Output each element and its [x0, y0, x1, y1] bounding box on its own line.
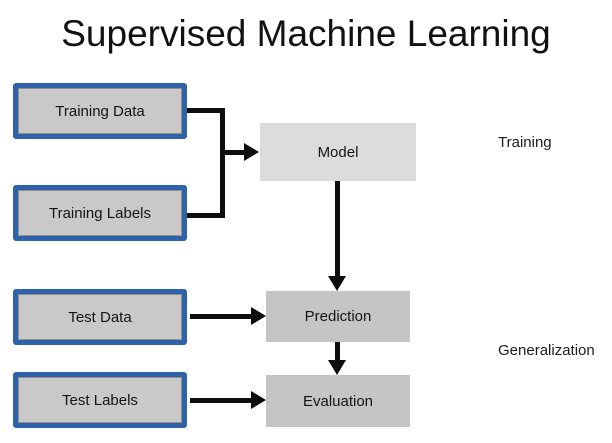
phase-label-generalization: Generalization: [498, 342, 595, 359]
arrowhead-right-icon: [251, 391, 266, 409]
training-data-box: Training Data: [13, 83, 187, 139]
connector-line-training-data-stub: [187, 108, 225, 113]
connector-line-to-model: [222, 150, 245, 155]
prediction-box: Prediction: [266, 291, 410, 342]
training-data-label: Training Data: [55, 102, 145, 120]
test-labels-box: Test Labels: [13, 372, 187, 428]
training-labels-box: Training Labels: [13, 185, 187, 241]
test-data-box: Test Data: [13, 289, 187, 345]
connector-line-merge-vertical: [220, 108, 225, 218]
connector-line-model-to-prediction: [335, 181, 340, 277]
connector-line-training-labels-stub: [187, 213, 225, 218]
arrowhead-right-icon: [244, 143, 259, 161]
test-labels-label: Test Labels: [62, 391, 138, 409]
prediction-label: Prediction: [304, 308, 372, 325]
arrowhead-right-icon: [251, 307, 266, 325]
model-box: Model: [260, 123, 416, 181]
arrowhead-down-icon: [328, 360, 346, 375]
phase-label-training: Training: [498, 134, 552, 151]
arrowhead-down-icon: [328, 276, 346, 291]
test-data-label: Test Data: [68, 308, 132, 326]
connector-line-test-data-to-prediction: [190, 314, 251, 319]
model-label: Model: [317, 143, 359, 161]
connector-line-prediction-to-evaluation: [335, 342, 340, 361]
page-title: Supervised Machine Learning: [61, 13, 551, 54]
training-labels-label: Training Labels: [48, 204, 151, 222]
connector-line-test-labels-to-evaluation: [190, 398, 251, 403]
evaluation-box: Evaluation: [266, 375, 410, 427]
evaluation-label: Evaluation: [302, 392, 374, 410]
